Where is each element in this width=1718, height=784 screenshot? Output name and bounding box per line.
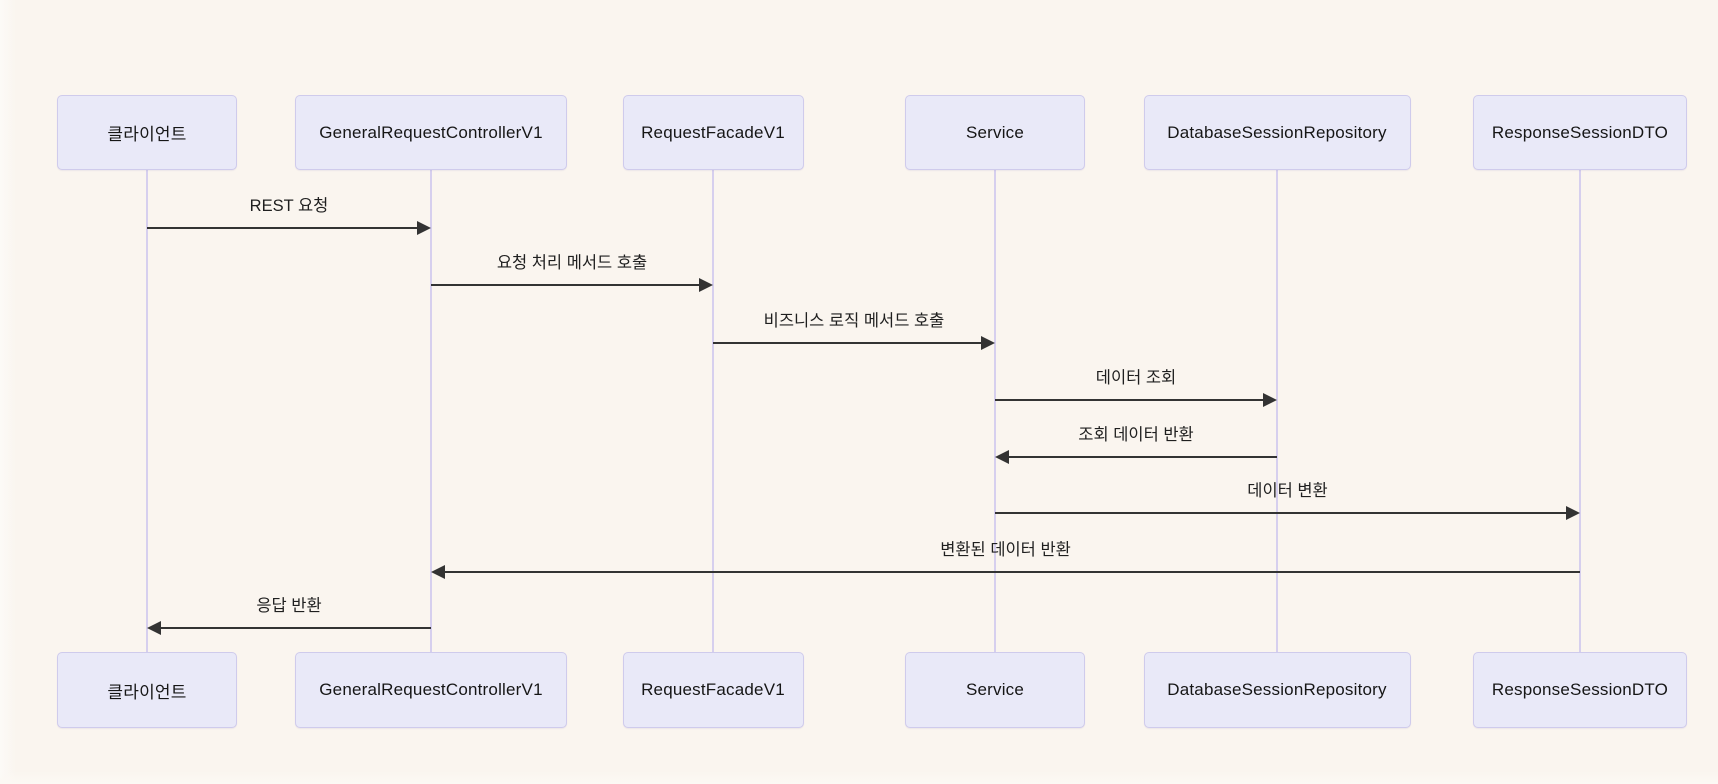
actor-box-bottom-client: 클라이언트 <box>57 652 237 728</box>
message-1-arrowhead <box>699 278 713 292</box>
message-7-label: 응답 반환 <box>256 597 322 615</box>
message-5-label: 데이터 변환 <box>1247 482 1328 500</box>
lifeline-client <box>146 170 148 652</box>
message-4-label: 조회 데이터 반환 <box>1078 426 1194 444</box>
message-0-label: REST 요청 <box>249 197 329 215</box>
lifeline-database-session-repository <box>1276 170 1278 652</box>
message-7-arrow-line <box>160 627 431 629</box>
lifeline-general-request-controller-v1 <box>430 170 432 652</box>
lifeline-service <box>994 170 996 652</box>
message-4-arrow-line <box>1008 456 1277 458</box>
message-4-arrowhead <box>995 450 1009 464</box>
message-5-arrow-line <box>995 512 1567 514</box>
message-7-arrowhead <box>147 621 161 635</box>
message-6-label: 변환된 데이터 반환 <box>940 541 1071 559</box>
actor-box-top-general-request-controller-v1: GeneralRequestControllerV1 <box>295 95 567 170</box>
actor-box-top-database-session-repository: DatabaseSessionRepository <box>1143 95 1411 170</box>
message-1-arrow-line <box>431 284 700 286</box>
message-6-arrowhead <box>431 565 445 579</box>
message-3-label: 데이터 조회 <box>1095 369 1177 387</box>
actor-box-top-service: Service <box>905 95 1085 170</box>
message-3-arrowhead <box>1263 393 1277 407</box>
actor-box-top-client: 클라이언트 <box>57 95 237 170</box>
actor-box-top-response-session-dto: ResponseSessionDTO <box>1473 95 1687 170</box>
message-0-arrow-line <box>147 227 418 229</box>
actor-box-bottom-general-request-controller-v1: GeneralRequestControllerV1 <box>295 652 567 728</box>
actor-box-bottom-database-session-repository: DatabaseSessionRepository <box>1143 652 1411 728</box>
actor-box-bottom-response-session-dto: ResponseSessionDTO <box>1473 652 1687 728</box>
message-3-arrow-line <box>995 399 1264 401</box>
lifeline-request-facade-v1 <box>712 170 714 652</box>
message-2-arrow-line <box>713 342 982 344</box>
message-0-arrowhead <box>417 221 431 235</box>
left-edge-band <box>0 0 16 784</box>
actor-box-bottom-request-facade-v1: RequestFacadeV1 <box>622 652 804 728</box>
actor-box-top-request-facade-v1: RequestFacadeV1 <box>622 95 804 170</box>
message-6-arrow-line <box>444 571 1580 573</box>
bottom-edge-band <box>0 771 1718 784</box>
message-2-label: 비즈니스 로직 메서드 호출 <box>763 312 945 330</box>
lifeline-response-session-dto <box>1579 170 1581 652</box>
actor-box-bottom-service: Service <box>905 652 1085 728</box>
message-1-label: 요청 처리 메서드 호출 <box>496 254 648 272</box>
message-5-arrowhead <box>1566 506 1580 520</box>
message-2-arrowhead <box>981 336 995 350</box>
